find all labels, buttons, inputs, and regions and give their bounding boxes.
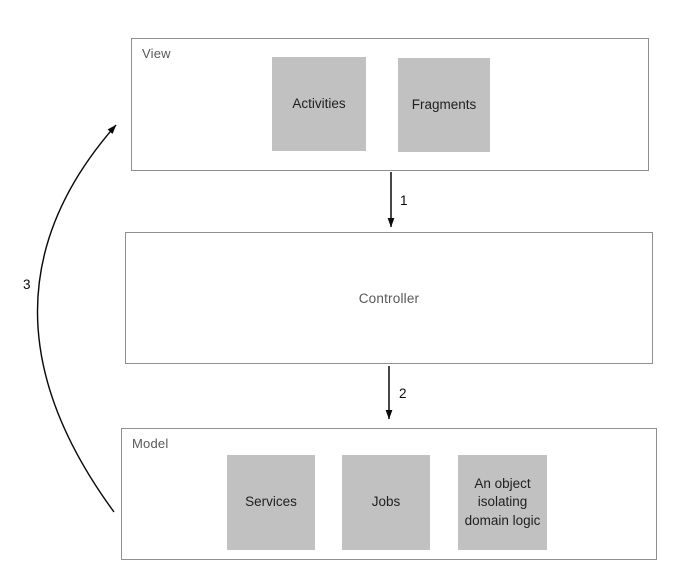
- domain-logic-label: An object isolating domain logic: [464, 476, 541, 528]
- fragments-label: Fragments: [411, 96, 477, 112]
- arrow-label-2: 2: [399, 386, 407, 401]
- view-label: View: [142, 46, 171, 61]
- model-label: Model: [132, 436, 169, 451]
- controller-label: Controller: [358, 290, 420, 306]
- controller-box: Controller: [125, 232, 653, 364]
- fragments-node: Fragments: [398, 58, 490, 152]
- services-label: Services: [245, 494, 297, 510]
- domain-logic-node: An object isolating domain logic: [458, 455, 547, 550]
- arrow-label-1: 1: [400, 193, 408, 208]
- jobs-node: Jobs: [342, 455, 430, 550]
- activities-node: Activities: [272, 57, 366, 151]
- arrow-model-to-view: [36, 124, 117, 513]
- activities-label: Activities: [292, 95, 346, 111]
- view-box: View: [131, 38, 649, 171]
- arrow-label-3: 3: [23, 277, 31, 292]
- jobs-label: Jobs: [371, 494, 401, 510]
- services-node: Services: [227, 455, 315, 550]
